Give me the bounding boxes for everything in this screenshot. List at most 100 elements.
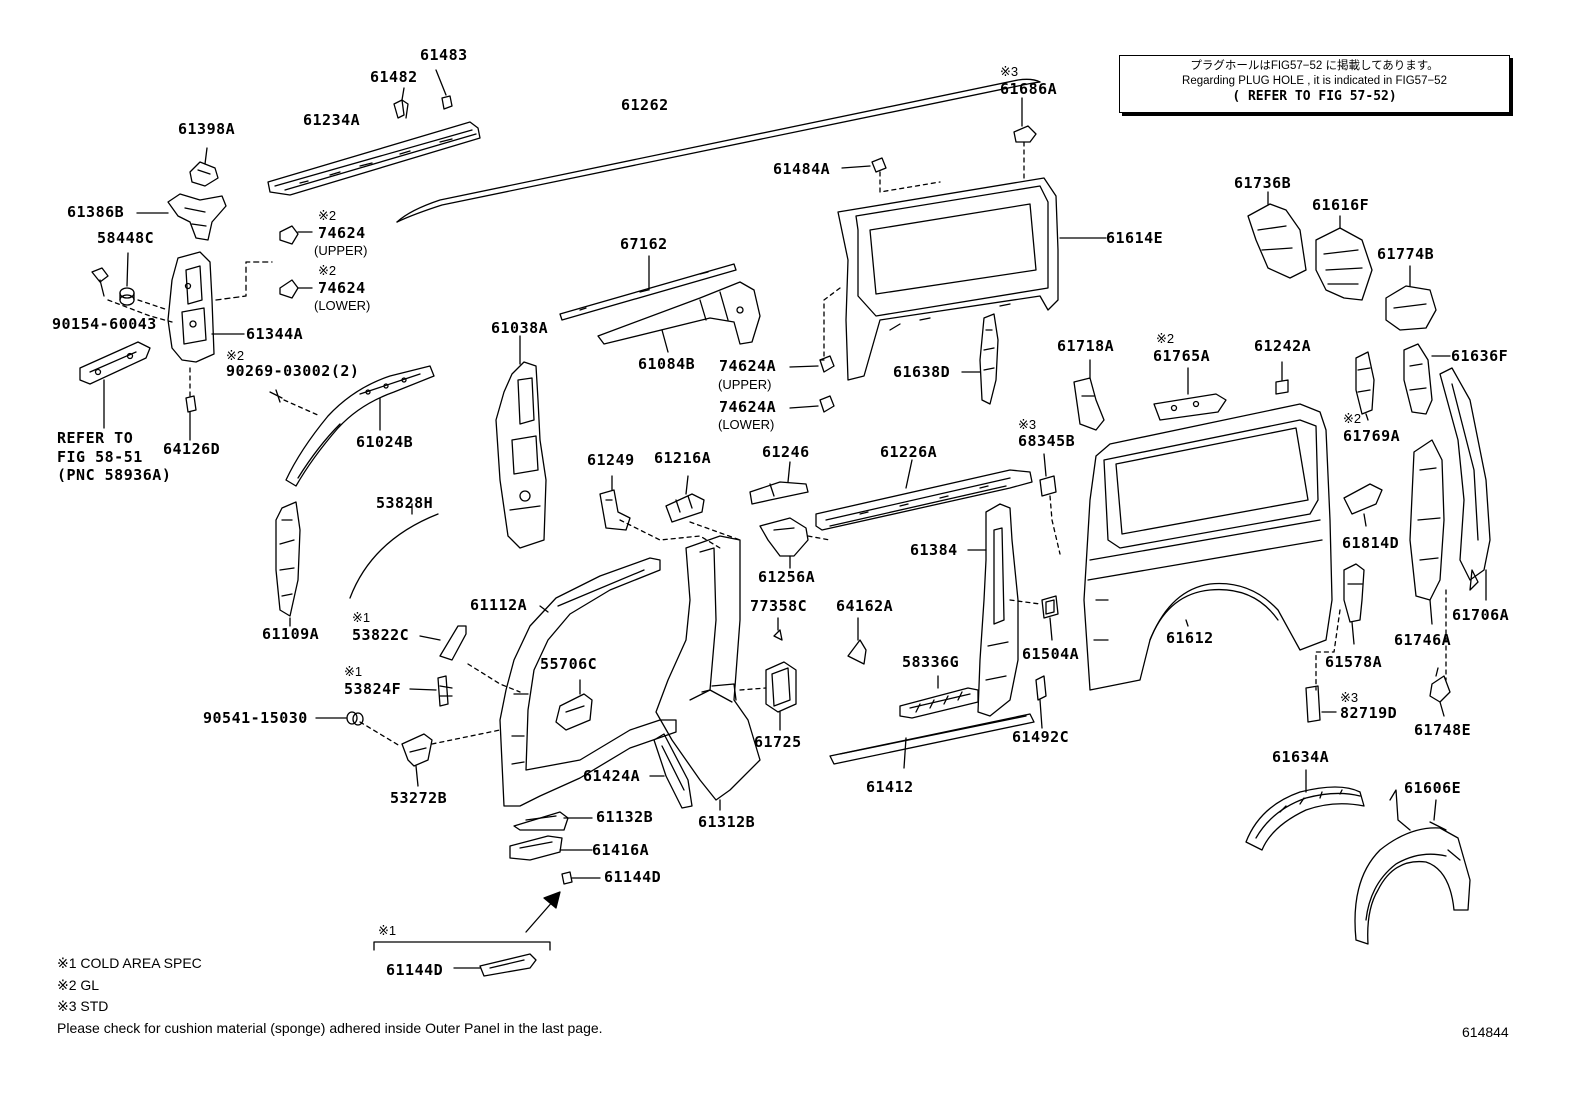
screw-90269	[269, 389, 283, 403]
label-64126d: 64126D	[163, 440, 221, 458]
label-61234a: 61234A	[303, 111, 361, 129]
qualifier-upper-a: (UPPER)	[718, 377, 772, 392]
dash-74624	[215, 261, 273, 301]
plug-68345b	[1039, 475, 1057, 497]
label-61242a: 61242A	[1254, 337, 1312, 355]
label-77358c: 77358C	[750, 597, 808, 615]
panel-61424a	[653, 733, 693, 809]
label-61718a: 61718A	[1057, 337, 1115, 355]
label-55706c: 55706C	[540, 655, 598, 673]
pillar-61636f	[1403, 343, 1433, 415]
bracket-61256a	[759, 517, 809, 557]
roof-side-rail-61234a	[267, 121, 481, 196]
fuel-lid-61725	[765, 661, 797, 713]
label-61606e: 61606E	[1404, 779, 1462, 797]
legend-note-std: ※3 STD	[57, 998, 109, 1014]
plug-hole-reference-box: プラグホールはFIG57−52 に掲載してあります。 Regarding PLU…	[1119, 55, 1510, 113]
leader-61483	[435, 69, 447, 96]
leader-61484a	[841, 165, 871, 169]
bracket-61216a	[665, 493, 705, 523]
legend-disclaimer: Please check for cushion material (spong…	[57, 1020, 603, 1036]
mark-74624-lower: ※2	[318, 263, 337, 278]
hinge-55706c	[555, 693, 593, 731]
label-82719d: 82719D	[1340, 704, 1398, 722]
label-58336g: 58336G	[902, 653, 960, 671]
qualifier-lower: (LOWER)	[314, 298, 371, 313]
label-90541-15030: 90541-15030	[203, 709, 308, 727]
label-61386b: 61386B	[67, 203, 125, 221]
pillar-lower-61109a	[275, 501, 301, 617]
label-61706a: 61706A	[1452, 606, 1510, 624]
label-74624-upper: 74624	[318, 224, 366, 242]
bracket-61386b	[167, 193, 227, 241]
lock-pillar-61384	[977, 503, 1019, 717]
reference-line-en: Regarding PLUG HOLE , it is indicated in…	[1182, 75, 1447, 87]
label-61492c: 61492C	[1012, 728, 1070, 746]
label-61132b: 61132B	[596, 808, 654, 826]
label-61312b: 61312B	[698, 813, 756, 831]
clip-61482	[393, 99, 409, 119]
label-61144d-cold: 61144D	[386, 961, 444, 979]
clip-74624a-lower	[819, 395, 835, 413]
label-90269-03002: 90269-03002(2)	[226, 362, 360, 380]
label-61636f: 61636F	[1451, 347, 1509, 365]
label-90154-60043: 90154-60043	[52, 315, 157, 333]
figure-number: 614844	[1462, 1024, 1509, 1040]
label-61746a: 61746A	[1394, 631, 1452, 649]
bracket-61814d	[1343, 483, 1383, 515]
label-61416a: 61416A	[592, 841, 650, 859]
label-61112a: 61112A	[470, 596, 528, 614]
mark-61769a: ※2	[1343, 411, 1362, 426]
label-53828h: 53828H	[376, 494, 434, 512]
refer-line-3: (PNC 58936A)	[57, 466, 172, 484]
wheelhouse-outer-61634a	[1245, 786, 1365, 851]
label-61616f: 61616F	[1312, 196, 1370, 214]
bracket-61246	[749, 481, 809, 505]
label-61246: 61246	[762, 443, 810, 461]
bracket-plate	[79, 341, 151, 385]
qualifier-lower-a: (LOWER)	[718, 417, 775, 432]
leader-58448c	[126, 252, 129, 287]
label-53822c: 53822C	[352, 626, 410, 644]
label-61249: 61249	[587, 451, 635, 469]
clip-74624-upper	[279, 225, 313, 245]
bracket-61736b	[1247, 203, 1307, 279]
label-61736b: 61736B	[1234, 174, 1292, 192]
mark-90269: ※2	[226, 348, 245, 363]
pillar-61746a	[1409, 439, 1445, 601]
rail-67162	[559, 263, 737, 321]
label-61484a: 61484A	[773, 160, 831, 178]
label-74624-lower: 74624	[318, 279, 366, 297]
bracket-61638d	[979, 313, 999, 405]
label-74624a-lower: 74624A	[719, 398, 777, 416]
label-61384: 61384	[910, 541, 958, 559]
label-61226a: 61226A	[880, 443, 938, 461]
mark-61686a: ※3	[1000, 64, 1019, 79]
mark-74624-upper: ※2	[318, 208, 337, 223]
bracket-61578a	[1343, 563, 1365, 623]
label-68345b: 68345B	[1018, 432, 1076, 450]
center-pillar-inner-61038a	[495, 361, 547, 549]
bracket-61616f	[1315, 227, 1373, 301]
bracket-note1	[373, 941, 551, 951]
wheelhouse-inner-61606e	[1354, 789, 1471, 945]
label-61483: 61483	[420, 46, 468, 64]
clip-64126d	[185, 367, 197, 413]
leader-61398a	[204, 147, 208, 165]
reference-line-ref: ( REFER TO FIG 57-52)	[1232, 89, 1397, 104]
bracket-61774b	[1385, 285, 1437, 331]
weatherstrip-53828h	[349, 513, 439, 599]
dash-90154	[107, 299, 173, 323]
bracket-61748e	[1429, 667, 1451, 703]
step-61132b	[513, 811, 569, 831]
legend-note-gl: ※2 GL	[57, 977, 100, 993]
label-61638d: 61638D	[893, 363, 951, 381]
label-61038a: 61038A	[491, 319, 549, 337]
roof-side-inner-61024b	[285, 365, 435, 487]
refer-line-2: FIG 58-51	[57, 448, 143, 466]
qualifier-upper: (UPPER)	[314, 243, 368, 258]
label-74624a-upper: 74624A	[719, 357, 777, 375]
clip-61144d-cold	[479, 953, 537, 977]
clip-74624a-upper	[819, 355, 835, 373]
